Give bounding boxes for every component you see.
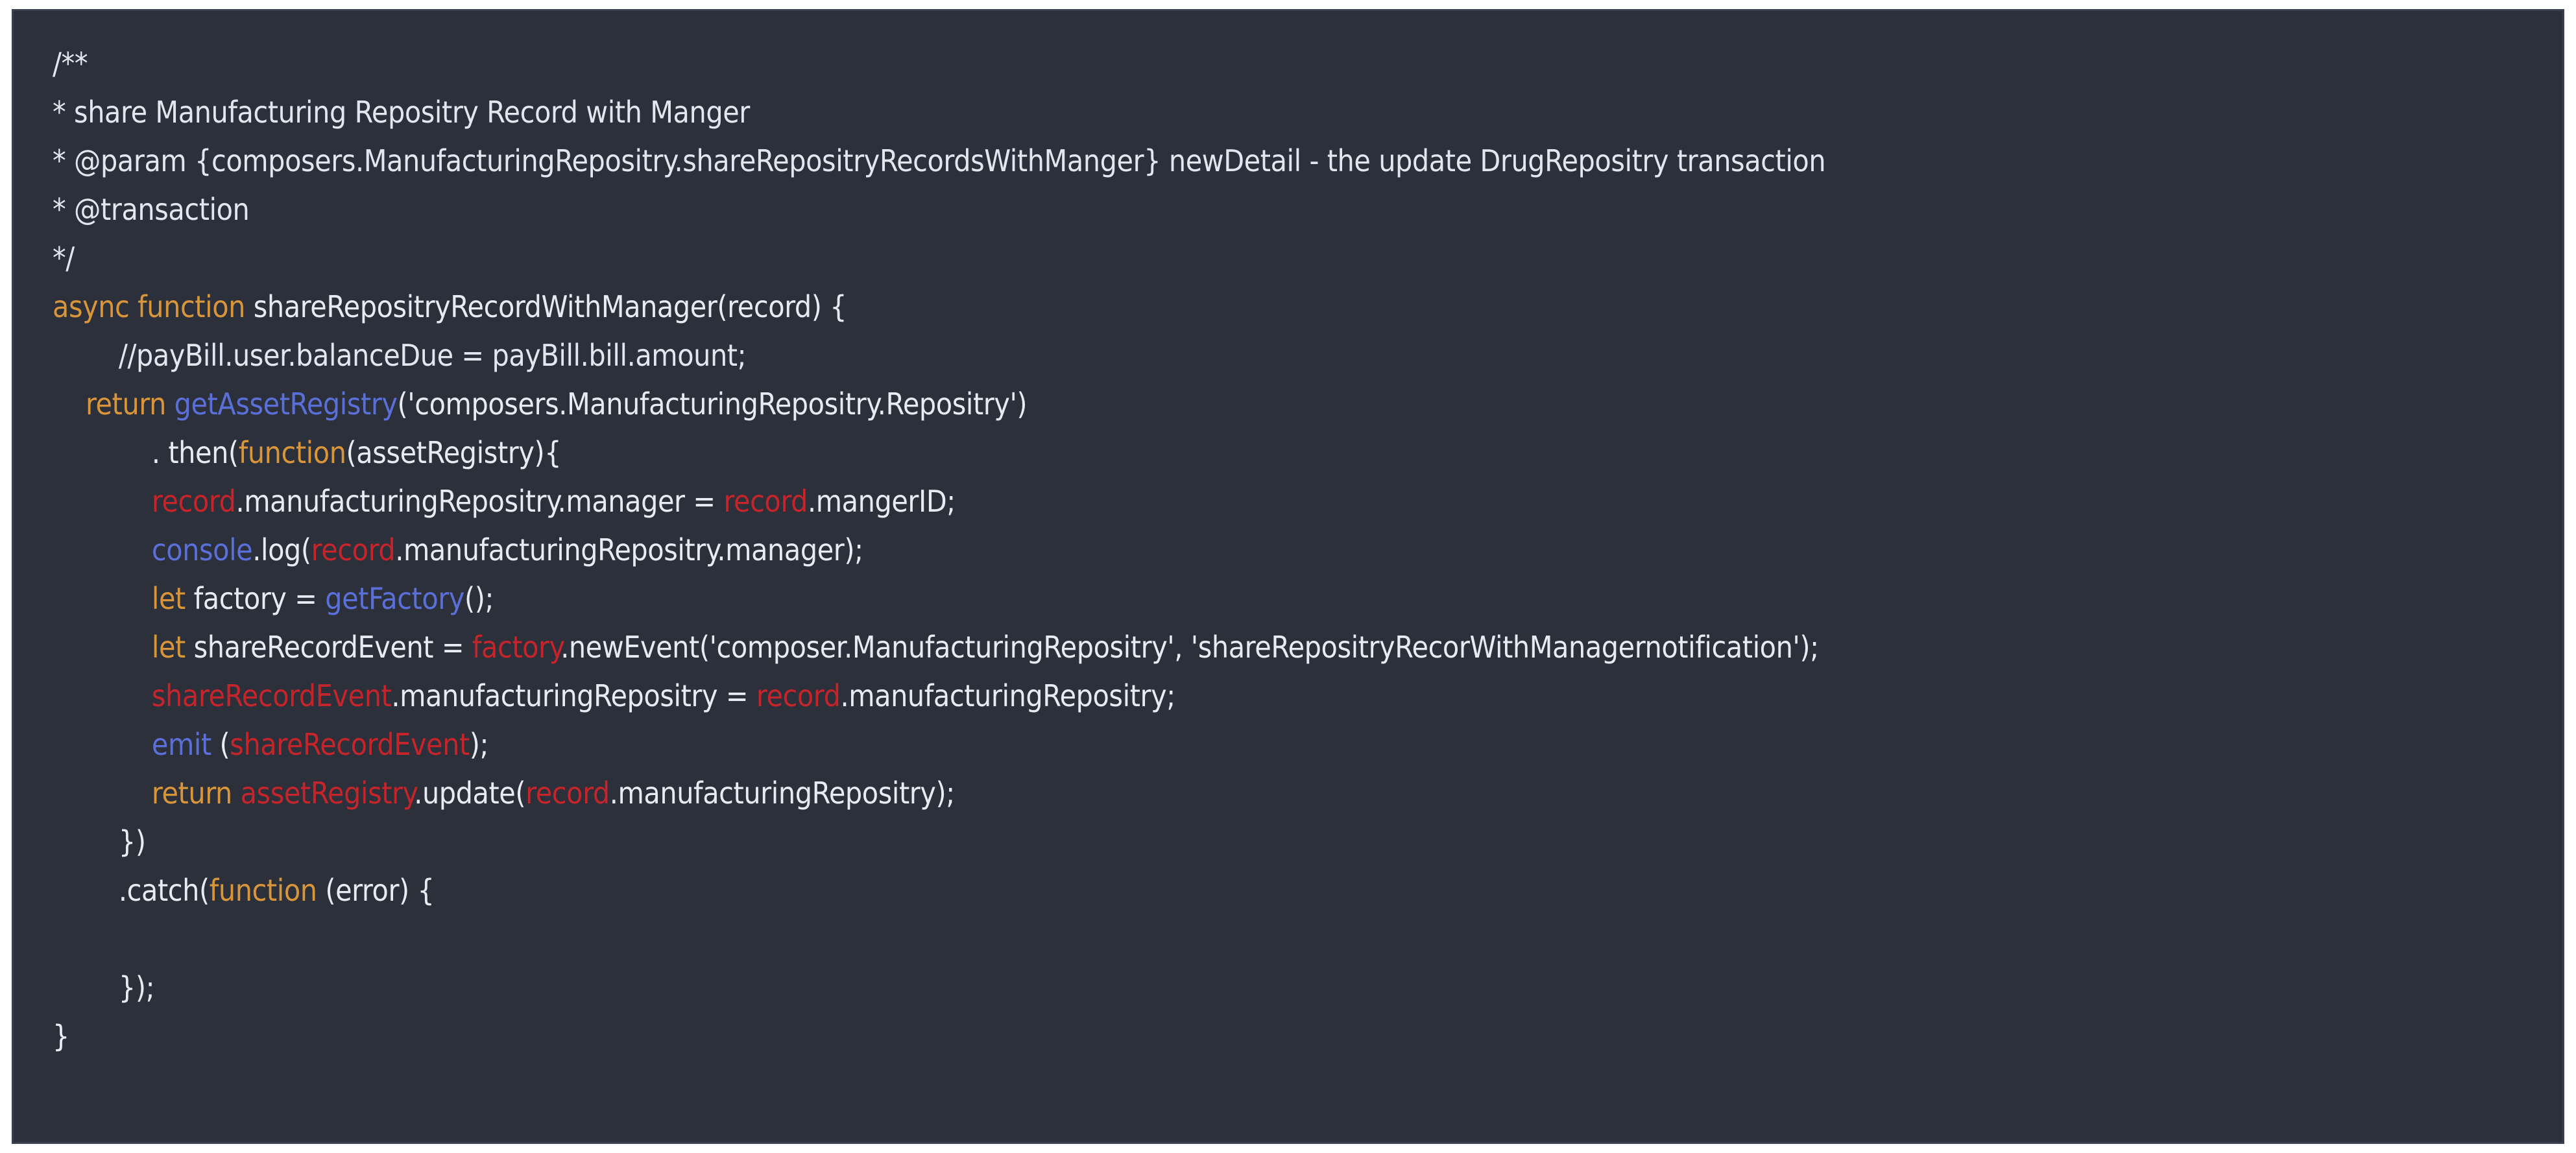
code-block[interactable]: /** * share Manufacturing Repositry Reco… — [53, 40, 2543, 1061]
code-token-comment: //payBill.user.balanceDue = payBill.bill… — [118, 338, 747, 373]
code-token-keyword: let — [151, 630, 186, 665]
code-indent — [53, 532, 152, 567]
code-token-plain: .newEvent( — [560, 630, 710, 665]
code-token-plain: ); — [469, 727, 489, 762]
code-token-error: record — [723, 484, 808, 519]
code-token-error: record — [525, 776, 610, 811]
code-token-builtin: emit — [151, 727, 211, 762]
code-token-plain: ) — [1017, 386, 1028, 422]
code-token-plain: . then( — [151, 435, 239, 470]
code-token-plain: ); — [1800, 630, 1819, 665]
code-token-plain: .manufacturingRepositry.manager = — [235, 484, 724, 519]
code-token-plain: , — [1174, 630, 1191, 665]
code-line: /** — [53, 40, 2543, 88]
code-token-plain: .mangerID; — [808, 484, 956, 519]
code-line: async function shareRepositryRecordWithM… — [53, 283, 2543, 331]
code-indent — [53, 727, 152, 762]
code-indent — [53, 386, 86, 422]
code-token-string: 'composer.ManufacturingRepositry' — [709, 630, 1175, 665]
code-token-comment: * @transaction — [53, 192, 250, 227]
code-token-plain: .manufacturingRepositry = — [391, 678, 756, 713]
code-line: record.manufacturingRepositry.manager = … — [53, 477, 2543, 526]
code-line: }); — [53, 964, 2543, 1012]
code-token-plain: ( — [211, 727, 230, 762]
code-line — [53, 915, 2543, 964]
code-indent — [53, 338, 119, 373]
code-line: shareRecordEvent.manufacturingRepositry … — [53, 672, 2543, 720]
code-token-plain: (); — [464, 581, 494, 616]
code-token-plain: factory = — [185, 581, 326, 616]
code-line: return getAssetRegistry('composers.Manuf… — [53, 380, 2543, 429]
code-line: * share Manufacturing Repositry Record w… — [53, 88, 2543, 137]
code-token-comment: * share Manufacturing Repositry Record w… — [53, 95, 750, 130]
code-editor-panel: /** * share Manufacturing Repositry Reco… — [12, 9, 2564, 1144]
code-line: }) — [53, 818, 2543, 866]
code-indent — [53, 873, 119, 908]
code-token-plain: .log( — [252, 532, 311, 567]
code-token-builtin: getAssetRegistry — [174, 386, 398, 422]
code-token-error: record — [151, 484, 236, 519]
code-token-plain: (error) { — [317, 873, 435, 908]
code-token-error: factory — [472, 630, 561, 665]
code-token-error: record — [311, 532, 396, 567]
code-token-keyword: return — [151, 776, 241, 811]
code-line: console.log(record.manufacturingRepositr… — [53, 526, 2543, 575]
code-token-keyword: function — [209, 873, 317, 908]
code-token-error: shareRecordEvent — [230, 727, 470, 762]
code-line: .catch(function (error) { — [53, 866, 2543, 915]
code-token-plain: .update( — [414, 776, 526, 811]
code-token-comment: /** — [53, 46, 88, 81]
code-token-error: assetRegistry — [240, 776, 415, 811]
code-token-keyword: function — [238, 435, 346, 470]
code-indent — [53, 678, 152, 713]
code-line: * @param {composers.ManufacturingReposit… — [53, 137, 2543, 185]
code-token-builtin: getFactory — [325, 581, 464, 616]
code-token-plain: ( — [397, 386, 408, 422]
code-token-plain: }) — [118, 824, 146, 859]
code-token-keyword: let — [151, 581, 186, 616]
code-token-string: 'composers.ManufacturingRepositry.Reposi… — [407, 386, 1017, 422]
code-indent — [53, 824, 119, 859]
code-token-builtin: console — [151, 532, 253, 567]
code-token-plain: shareRepositryRecordWithManager(record) … — [245, 289, 847, 324]
code-line: return assetRegistry.update(record.manuf… — [53, 769, 2543, 818]
code-line: //payBill.user.balanceDue = payBill.bill… — [53, 331, 2543, 380]
code-token-string: 'shareRepositryRecorWithManagernotificat… — [1190, 630, 1800, 665]
code-token-keyword: async function — [53, 289, 245, 324]
code-line: * @transaction — [53, 185, 2543, 234]
code-token-comment: * @param {composers.ManufacturingReposit… — [53, 143, 1826, 178]
code-indent — [53, 776, 152, 811]
code-token-plain: .manufacturingRepositry; — [840, 678, 1175, 713]
code-token-plain: .catch( — [118, 873, 210, 908]
code-token-comment: */ — [53, 241, 75, 276]
code-token-plain: }); — [118, 970, 155, 1005]
code-indent — [53, 970, 119, 1005]
code-token-plain: .manufacturingRepositry.manager); — [395, 532, 863, 567]
code-indent — [53, 484, 152, 519]
code-line: emit (shareRecordEvent); — [53, 720, 2543, 769]
code-line: } — [53, 1012, 2543, 1061]
code-surface[interactable]: /** * share Manufacturing Repositry Reco… — [14, 11, 2562, 1142]
code-token-error: record — [756, 678, 841, 713]
code-token-error: shareRecordEvent — [151, 678, 392, 713]
code-line: let shareRecordEvent = factory.newEvent(… — [53, 623, 2543, 672]
code-line: . then(function(assetRegistry){ — [53, 429, 2543, 477]
code-line: */ — [53, 234, 2543, 283]
code-token-keyword: return — [85, 386, 175, 422]
code-line: let factory = getFactory(); — [53, 575, 2543, 623]
code-indent — [53, 630, 152, 665]
code-token-plain: (assetRegistry){ — [346, 435, 562, 470]
code-token-plain: .manufacturingRepositry); — [609, 776, 955, 811]
code-indent — [53, 581, 152, 616]
code-token-plain: } — [53, 1019, 69, 1054]
code-token-plain: shareRecordEvent = — [185, 630, 472, 665]
code-indent — [53, 435, 152, 470]
